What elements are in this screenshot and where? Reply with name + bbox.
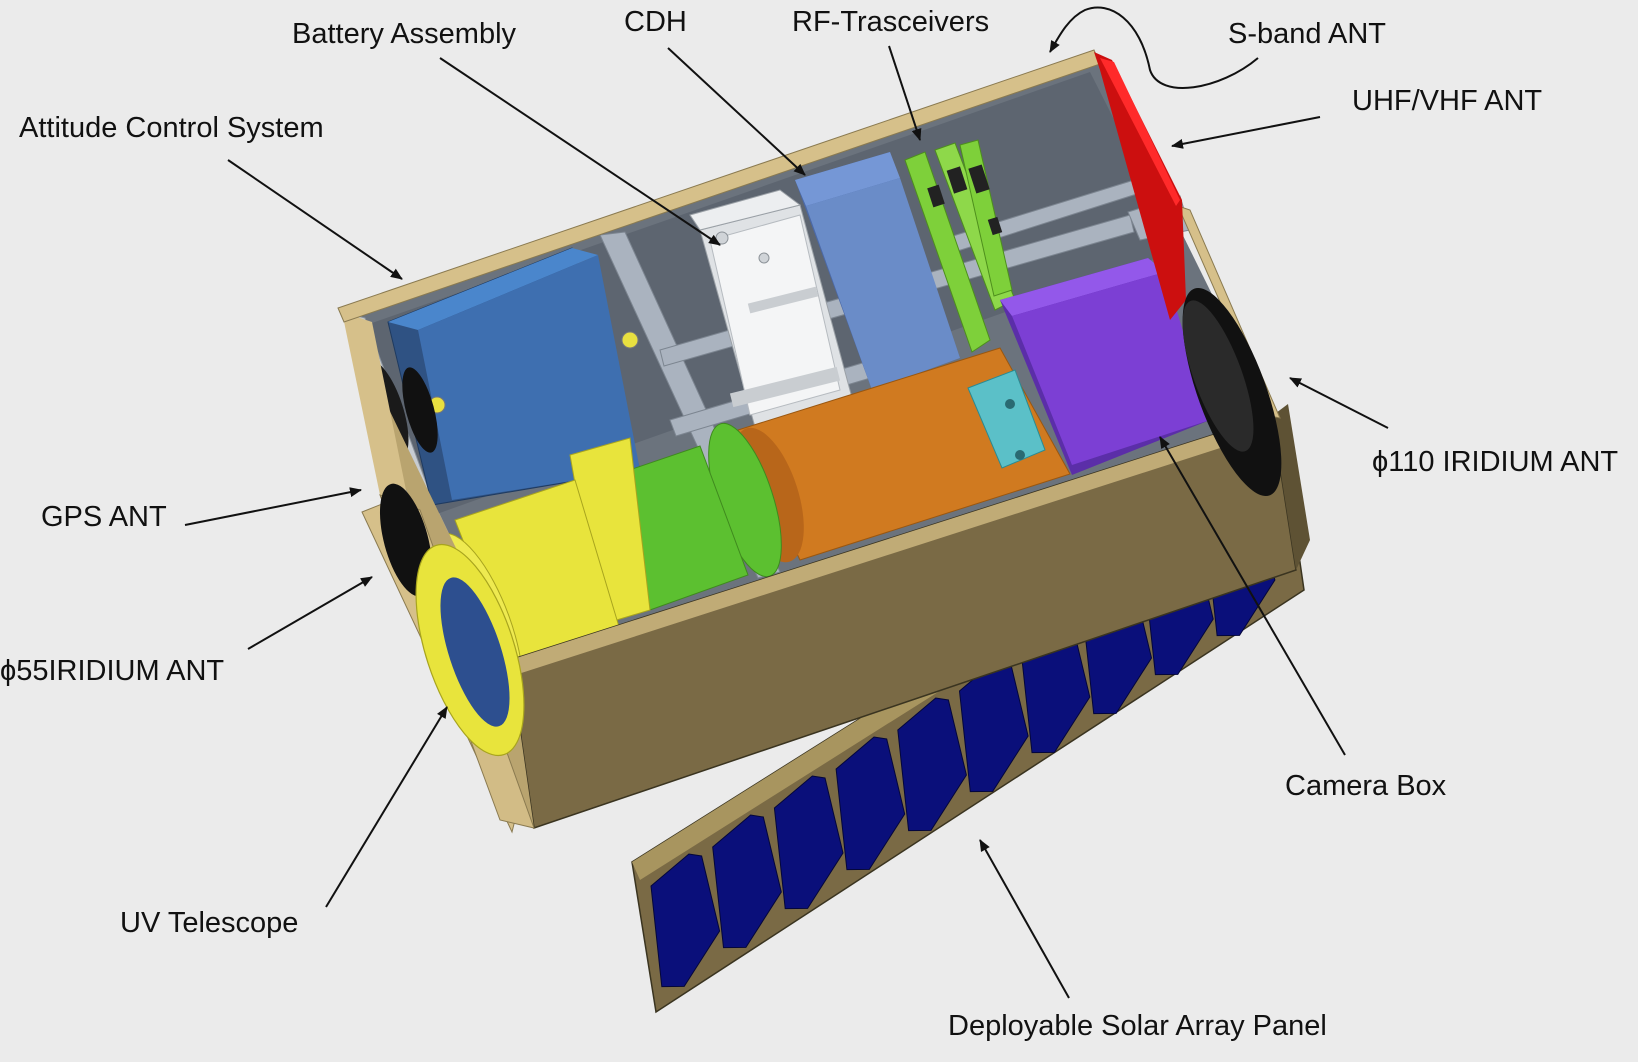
solar-cell xyxy=(897,697,967,832)
camera-box xyxy=(1000,258,1210,475)
solar-cell xyxy=(650,853,721,988)
label-uhf-vhf-ant: UHF/VHF ANT xyxy=(1352,85,1542,117)
cdh-block xyxy=(795,152,960,390)
label-cdh: CDH xyxy=(624,6,687,38)
battery-assembly xyxy=(689,189,859,446)
label-uv-telescope: UV Telescope xyxy=(120,907,298,939)
uhf-vhf-antenna xyxy=(1094,52,1186,320)
label-rf-transceivers: RF-Trasceivers xyxy=(792,6,989,38)
rf-transceiver-boards xyxy=(904,139,1016,353)
chassis-left-face xyxy=(342,312,535,829)
chassis-right-face xyxy=(1272,404,1310,570)
iridium-110-antenna xyxy=(1182,287,1282,497)
attitude-control-block xyxy=(387,247,662,506)
label-camera-box: Camera Box xyxy=(1285,770,1447,802)
label-solar-array-panel: Deployable Solar Array Panel xyxy=(948,1010,1327,1042)
labels: Battery Assembly CDH RF-Trasceivers S-ba… xyxy=(0,6,1618,1042)
label-iridium-55: ϕ55IRIDIUM ANT xyxy=(0,655,224,687)
label-iridium-110: ϕ110 IRIDIUM ANT xyxy=(1372,446,1618,478)
label-battery-assembly: Battery Assembly xyxy=(292,18,517,50)
label-gps-ant: GPS ANT xyxy=(41,501,167,533)
label-s-band-ant: S-band ANT xyxy=(1228,18,1386,50)
leader-arrows xyxy=(184,6,1389,999)
solar-cell xyxy=(835,736,906,871)
solar-cell xyxy=(773,775,844,910)
camera-lens xyxy=(708,347,1071,578)
solar-cell xyxy=(712,814,782,949)
label-attitude-control-system: Attitude Control System xyxy=(19,112,324,144)
